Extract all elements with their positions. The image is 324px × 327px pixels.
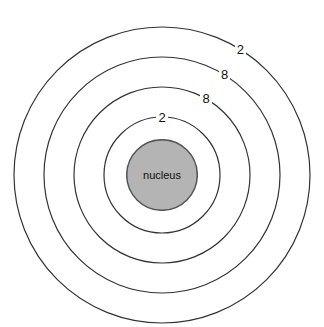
electron-count: 2	[235, 43, 246, 56]
nucleus-circle: nucleus	[126, 139, 198, 211]
electron-count: 8	[200, 92, 211, 105]
shell-ring	[104, 117, 220, 233]
electron-count: 8	[219, 68, 230, 81]
shell-ring	[74, 87, 250, 263]
shell-ring	[44, 57, 280, 293]
nucleus-label: nucleus	[143, 169, 181, 181]
nucleus-fill	[127, 140, 198, 211]
shell-ring	[14, 27, 310, 323]
electron-count: 2	[156, 111, 167, 124]
